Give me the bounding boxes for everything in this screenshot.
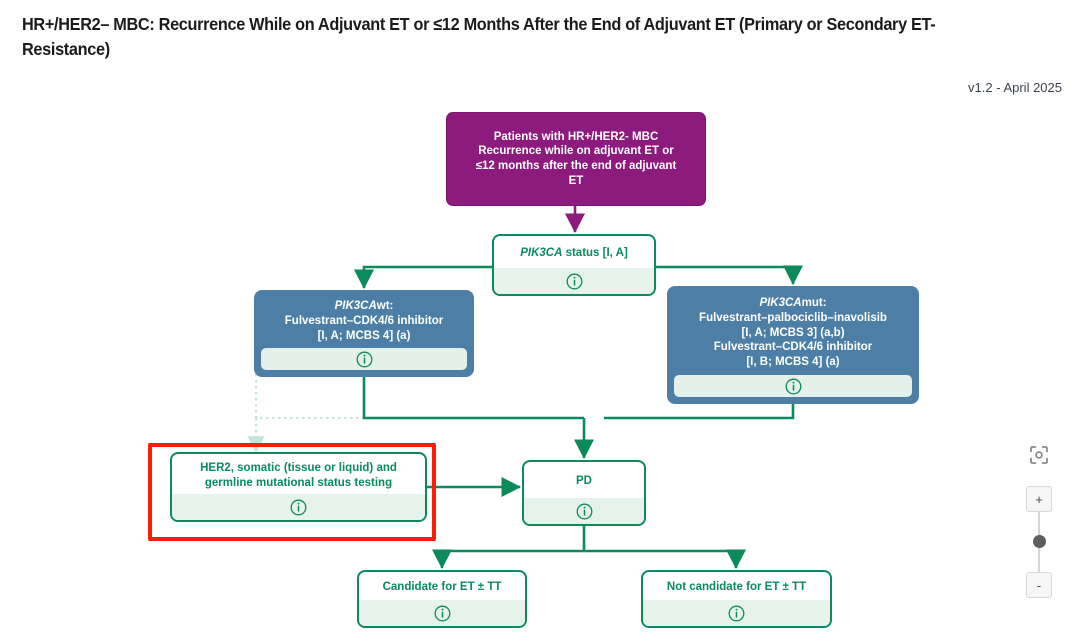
info-icon[interactable] [785, 378, 802, 395]
info-icon[interactable] [434, 605, 451, 622]
node-pd-text: PD [576, 475, 592, 488]
zoom-out-button[interactable]: - [1026, 572, 1052, 598]
edge-pik3ca-to-wt [353, 265, 492, 290]
info-icon[interactable] [566, 273, 583, 290]
edge-pik3ca-to-mut [656, 265, 804, 286]
zoom-slider-handle[interactable] [1033, 535, 1046, 548]
node-pik3ca-mut-footer[interactable] [674, 375, 912, 397]
node-candidate-footer[interactable] [359, 600, 525, 626]
info-icon[interactable] [290, 499, 307, 516]
node-pik3ca-status-footer[interactable] [494, 268, 654, 294]
node-progressive-disease[interactable]: PD [522, 460, 646, 526]
zoom-slider[interactable]: + - [1026, 486, 1052, 598]
node-patients-start-text: Patients with HR+/HER2- MBC Recurrence w… [475, 130, 677, 187]
node-her2-text: HER2, somatic (tissue or liquid) and ger… [200, 461, 397, 489]
zoom-in-button[interactable]: + [1026, 486, 1052, 512]
node-candidate-text: Candidate for ET ± TT [382, 581, 502, 594]
info-icon[interactable] [576, 503, 593, 520]
gene-name-pik3ca: PIK3CA [520, 247, 563, 260]
node-patients-start[interactable]: Patients with HR+/HER2- MBC Recurrence w… [446, 112, 706, 206]
gene-name-pik3ca-wt: PIK3CA [334, 300, 377, 313]
gene-name-pik3ca-mut: PIK3CA [759, 296, 802, 309]
node-candidate-et-tt[interactable]: Candidate for ET ± TT [357, 570, 527, 628]
fit-to-screen-icon[interactable] [1026, 442, 1052, 468]
node-pik3ca-mut-text: PIK3CAmut: Fulvestrant–palbociclib–inavo… [699, 296, 887, 369]
node-not-candidate-footer[interactable] [643, 600, 830, 626]
node-pd-footer[interactable] [524, 498, 644, 524]
version-label: v1.2 - April 2025 [968, 80, 1062, 95]
info-icon[interactable] [356, 351, 373, 368]
info-icon[interactable] [728, 605, 745, 622]
zoom-control-panel[interactable]: + - [1024, 442, 1054, 598]
node-pik3ca-wt-treatment[interactable]: PIK3CAwt: Fulvestrant–CDK4/6 inhibitor [… [254, 290, 474, 377]
node-not-candidate-et-tt[interactable]: Not candidate for ET ± TT [641, 570, 832, 628]
node-pik3ca-status[interactable]: PIK3CA status [I, A] [492, 234, 656, 296]
node-pik3ca-wt-text: PIK3CAwt: Fulvestrant–CDK4/6 inhibitor [… [284, 300, 444, 342]
edge-mut-to-merge [604, 404, 795, 420]
node-pik3ca-status-text: PIK3CA status [I, A] [520, 247, 628, 260]
node-her2-footer[interactable] [172, 494, 425, 520]
node-not-candidate-text: Not candidate for ET ± TT [666, 581, 807, 594]
edge-wt-to-merge [362, 377, 584, 420]
selection-highlight [148, 443, 436, 541]
node-pik3ca-wt-footer[interactable] [261, 348, 467, 370]
page-title: HR+/HER2– MBC: Recurrence While on Adjuv… [22, 14, 936, 60]
node-pik3ca-mut-treatment[interactable]: PIK3CAmut: Fulvestrant–palbociclib–inavo… [667, 286, 919, 404]
node-her2-mutational-testing[interactable]: HER2, somatic (tissue or liquid) and ger… [170, 452, 427, 522]
